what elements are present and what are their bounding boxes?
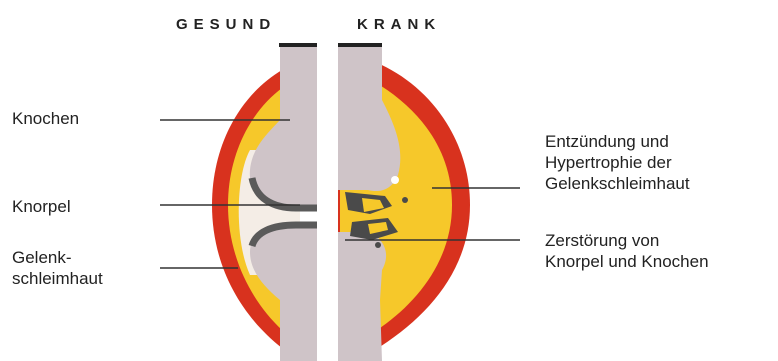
label-bone: Knochen [12, 108, 79, 129]
top-bar-left [279, 43, 317, 47]
label-synovium: Gelenk- schleimhaut [12, 247, 103, 289]
label-destruction: Zerstörung von Knorpel und Knochen [545, 230, 709, 272]
top-bar-right [338, 43, 382, 47]
diseased-lower-bone [338, 232, 386, 361]
label-cartilage: Knorpel [12, 196, 71, 217]
diseased-upper-bone [338, 47, 400, 191]
label-inflammation: Entzündung und Hypertrophie der Gelenksc… [545, 131, 690, 194]
